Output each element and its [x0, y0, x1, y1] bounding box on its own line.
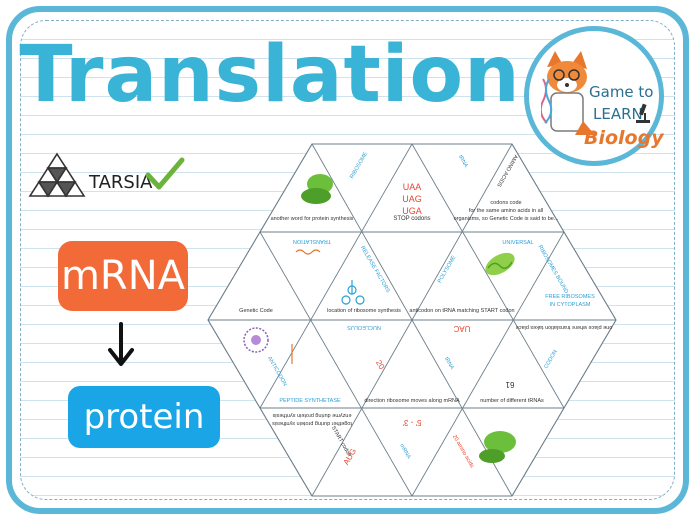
clue-uag: UAG — [402, 194, 422, 204]
clue-protein-synthesis: another word for protein synthesis — [271, 216, 354, 222]
clue-uga: UGA — [402, 206, 422, 216]
clue-location-ribosome: location of ribosome synthesis — [327, 308, 401, 314]
clue-anticodon: anticodon on tRNA matching START codon — [409, 308, 514, 314]
arrow-down-icon — [108, 322, 134, 366]
clue-same-amino: for the same amino acids in all — [469, 208, 543, 214]
ribosome-illustration-bottom — [479, 431, 516, 463]
clue-5-3: 5' - 3' — [402, 418, 422, 427]
microscope-icon — [636, 103, 650, 123]
clue-translation: TRANSLATION — [293, 238, 331, 244]
protein-label: protein — [83, 397, 205, 437]
clue-trna: tRNA — [457, 154, 469, 169]
clue-61: 61 — [505, 380, 514, 389]
clue-nucleolus: NUCLEOLUS — [347, 324, 381, 330]
logo-line-biology: Biology — [584, 127, 664, 149]
logo-line-learn: LEARN — [593, 105, 643, 123]
mrna-box: mRNA — [58, 241, 188, 311]
clue-universal: UNIVERSAL — [502, 240, 533, 246]
tarsia-hexagon-puzzle: another word for protein synthesis STOP … — [207, 143, 617, 497]
nucleus-illustration — [243, 327, 269, 353]
checkmark-icon — [145, 157, 185, 190]
trna-diagram — [341, 280, 365, 305]
clue-uaa: UAA — [403, 182, 422, 192]
tarsia-label: TARSIA — [89, 172, 153, 193]
clue-uac: UAC — [453, 324, 470, 333]
clue-one-place: one place where translation takes place — [516, 324, 613, 330]
clue-free-ribosomes: FREE RIBOSOMES — [545, 294, 595, 300]
mitochondrion-illustration — [485, 252, 515, 276]
clue-together: together during protein synthesis — [272, 420, 352, 426]
mrna-strand-illustration — [291, 249, 321, 364]
triangle-grid-lines — [207, 143, 617, 497]
clue-peptide-synthetase: PEPTIDE SYNTHETASE — [279, 398, 341, 404]
mrna-label: mRNA — [60, 253, 186, 299]
clue-direction: direction ribosome moves along mRNA — [364, 398, 460, 404]
fox-scientist-icon — [541, 51, 595, 135]
clue-trna-small: tRNA — [443, 356, 455, 371]
clue-stop-codons: STOP codons — [393, 216, 430, 222]
clue-genetic-code: Genetic Code — [239, 308, 273, 314]
ribosome-illustration-top — [301, 174, 333, 204]
page-title: Translation — [19, 30, 521, 120]
protein-box: protein — [68, 386, 220, 448]
clue-enzyme: enzyme during protein synthesis — [272, 412, 351, 418]
clue-number-trnas: number of different tRNAs — [480, 398, 544, 404]
clue-codons-code: codons code — [490, 200, 521, 206]
triangle-grid-icon — [28, 152, 86, 198]
clue-in-cytoplasm: IN CYTOPLASM — [550, 302, 591, 308]
clue-organisms: organisms, so Genetic Code is said to be… — [454, 216, 559, 222]
logo-line-game-to: Game to — [589, 83, 654, 101]
game-to-learn-logo: Game to LEARN Biology — [524, 26, 664, 166]
